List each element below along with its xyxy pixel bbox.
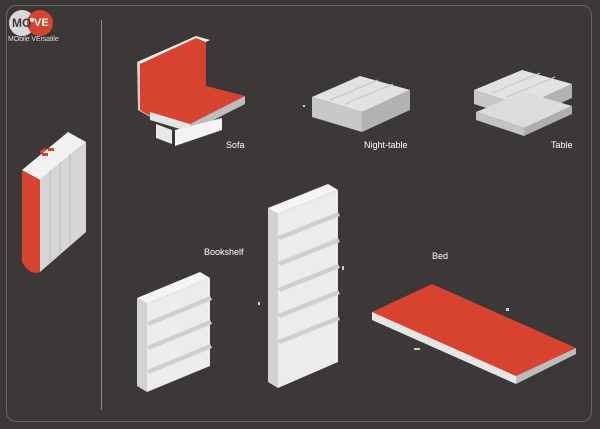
logo-circle-red [27,10,53,36]
logo-dot [30,18,34,22]
bookshelf-tall-illustration [258,184,344,388]
sofa-illustration [137,36,245,146]
move-logo: MO VE MObile VErsatile [8,9,68,45]
night-table-illustration [303,76,410,132]
logo-tagline: MObile VErsatile [8,36,59,43]
label-night-table: Night-table [364,140,408,150]
closed-module-illustration [22,132,86,273]
bookshelf-small-illustration [137,272,212,392]
vertical-divider [101,20,102,410]
label-table: Table [551,140,573,150]
logo-ve: VE [34,17,49,29]
bed-illustration [372,284,576,384]
logo-mo: MO [12,16,32,30]
table-illustration [474,70,572,136]
label-bookshelf: Bookshelf [204,247,244,257]
board-frame [6,5,592,422]
label-bed: Bed [432,251,449,261]
label-sofa: Sofa [226,140,245,150]
